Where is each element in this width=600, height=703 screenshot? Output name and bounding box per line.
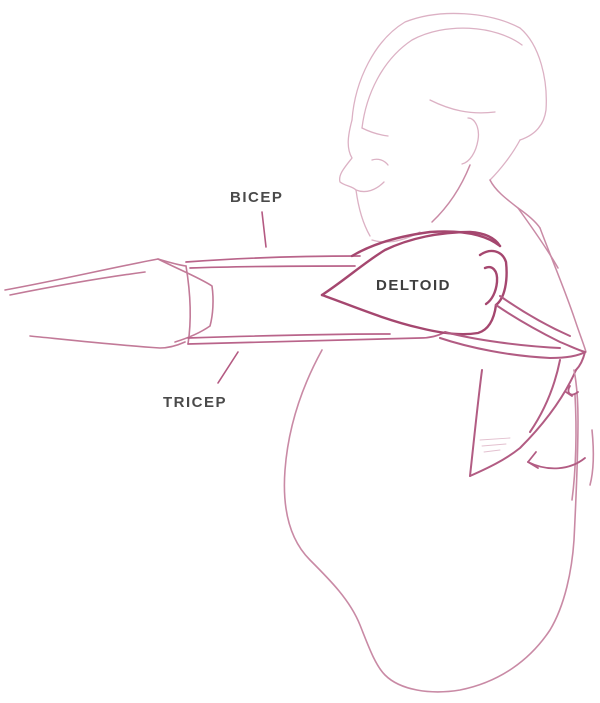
bicep-label: BICEP [230,189,284,206]
shading-hatch [479,437,511,453]
head-sketch [338,12,547,243]
bicep-pointer [261,211,267,248]
torso-sketch [283,349,595,693]
deltoid-sketch [320,230,508,336]
tricep-label: TRICEP [163,394,228,411]
label-pointers [217,211,267,384]
rotation-arrows [527,385,586,470]
neck-sketch [431,164,587,353]
upper-arm-sketch [185,255,446,345]
tricep-pointer [217,351,239,384]
forearm-sketch [4,258,214,349]
deltoid-label: DELTOID [376,277,451,294]
shoulder-blade-sketch [439,295,586,477]
